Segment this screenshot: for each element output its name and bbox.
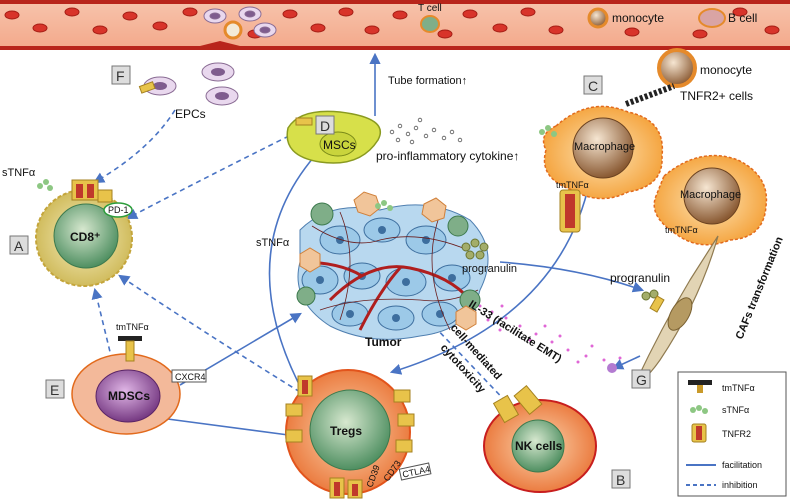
t-cell-icon (420, 15, 440, 33)
macrophage-2-label: Macrophage (680, 189, 741, 201)
panel-label-b: B (611, 469, 631, 489)
arrow-nk-to-tumor (430, 322, 513, 409)
monocyte-circle-icon (223, 20, 243, 40)
macrophage-1: Macrophage tmTNFα (539, 105, 664, 233)
arrow-mdscs-to-tregs (159, 417, 299, 441)
arrow-mscs-to-tregs (268, 149, 321, 420)
panel-f-text: F (116, 68, 125, 84)
nk-cell: NK cells (483, 384, 597, 493)
macrophage-1-label: Macrophage (574, 141, 635, 153)
legend-inhibition: inhibition (722, 480, 758, 490)
tumor-mass: sTNFα Tumor progranulin (256, 191, 517, 349)
tmtnfa-mac1-label: tmTNFα (556, 180, 589, 190)
cd8-label: CD8⁺ (70, 230, 100, 244)
panel-label-f: F (111, 65, 131, 85)
legend-tnfr2: TNFR2 (722, 429, 751, 439)
tregs-cell: Tregs CTLA4 CD39 CD73 (285, 369, 432, 499)
arrow-tregs-to-cd8 (118, 274, 301, 393)
b-cell-label: B cell (728, 11, 757, 25)
panel-label-g: G (631, 369, 651, 389)
tregs-label: Tregs (330, 424, 362, 438)
blood-vessel: T cell monocyte B cell (0, 0, 790, 50)
arrow-progranulin-to-caf (499, 261, 645, 293)
caf-cell: progranulin CAFs transformation (607, 235, 786, 388)
stnfa-left-label: sTNFα (2, 167, 36, 179)
panel-a-text: A (14, 238, 24, 254)
panel-label-a: A (9, 235, 29, 255)
macrophage-2: Macrophage tmTNFα (653, 154, 768, 246)
epcs-label: EPCs (175, 107, 206, 121)
legend-tmtnfa-icon (688, 380, 712, 393)
arrow-epcs-to-cd8 (93, 109, 176, 184)
panel-c-text: C (588, 78, 598, 94)
mscs-label: MSCs (323, 138, 356, 152)
t-cell-label: T cell (418, 3, 442, 14)
panel-label-d: D (315, 115, 335, 135)
monocyte-vessel-icon (587, 7, 609, 29)
panel-d-text: D (320, 118, 330, 134)
legend: tmTNFα sTNFα TNFR2 facilitation inhibiti… (677, 371, 787, 497)
cd8-cell: CD8⁺ PD-1 sTNFα (2, 167, 133, 287)
legend-stnfa: sTNFα (722, 405, 749, 415)
panel-e-text: E (50, 382, 59, 398)
mdscs-label: MDSCs (108, 389, 150, 403)
lymphocytes-in-vessel (203, 6, 277, 38)
epcs-group: EPCs (138, 62, 239, 121)
tnfr2-plus-cells: TNFR2+ cells (624, 83, 753, 107)
mdscs-cell: MDSCs tmTNFα CXCR4 (71, 322, 207, 435)
tube-formation-label: Tube formation↑ (388, 75, 467, 87)
monocyte-vessel-label: monocyte (612, 11, 664, 25)
legend-facilitation: facilitation (722, 460, 762, 470)
tmtnfa-mdsc-label: tmTNFα (116, 322, 149, 332)
legend-tmtnfa: tmTNFα (722, 383, 755, 393)
legend-stnfa-icon (690, 405, 708, 414)
nk-label: NK cells (515, 439, 563, 453)
pd1-label: PD-1 (108, 205, 129, 215)
arrow-mdscs-to-cd8 (91, 287, 113, 361)
b-cell-icon (698, 8, 726, 28)
mscs-cell: MSCs Tube formation↑ pro-inflammatory cy… (286, 75, 519, 164)
il33-dots (466, 292, 622, 370)
red-blood-cells (4, 7, 780, 39)
tmtnfa-mac2-label: tmTNFα (665, 225, 698, 235)
panel-g-text: G (636, 372, 647, 388)
progranulin-caf-label: progranulin (610, 271, 670, 285)
legend-tnfr2-icon (691, 423, 707, 443)
stnfa-tumor-label: sTNFα (256, 237, 290, 249)
monocyte-outside: monocyte (657, 48, 752, 88)
panel-label-c: C (583, 75, 603, 95)
tnfr2-cells-label: TNFR2+ cells (680, 89, 753, 103)
panel-label-e: E (45, 379, 65, 399)
panel-b-text: B (616, 472, 625, 488)
monocyte-outside-label: monocyte (700, 63, 752, 77)
caf-transformation-label: CAFs transformation (734, 235, 786, 341)
progranulin-tumor-label: progranulin (462, 263, 517, 275)
cxcr4-label: CXCR4 (175, 372, 206, 382)
arrow-mscs-to-cd8 (126, 127, 306, 220)
tumor-label: Tumor (365, 335, 402, 349)
pro-inflammatory-label: pro-inflammatory cytokine↑ (376, 149, 519, 163)
